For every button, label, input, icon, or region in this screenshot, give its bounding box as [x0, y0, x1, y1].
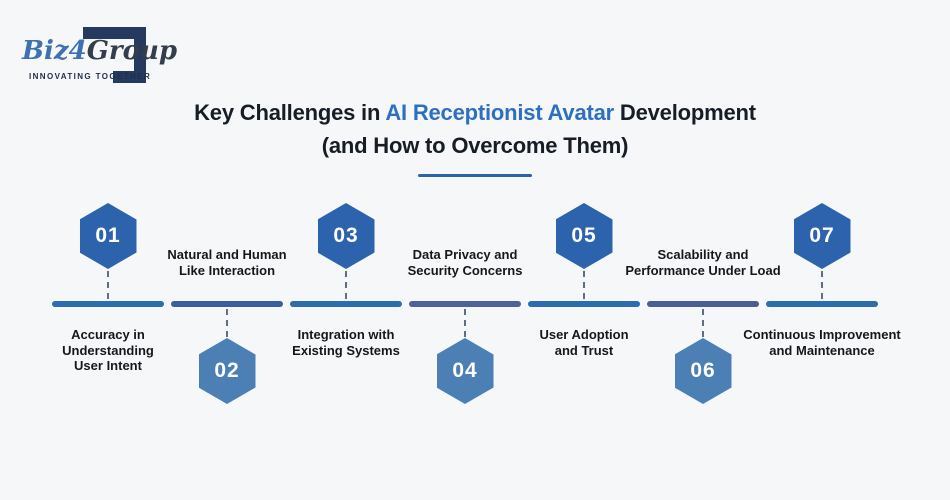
hexagon-badge-04: 04	[436, 338, 494, 404]
dashed-connector-01	[107, 271, 109, 299]
dashed-connector-02	[226, 309, 228, 337]
hexagon-number: 04	[452, 359, 478, 382]
timeline-segment-07	[766, 301, 878, 307]
brand-suffix: Group	[86, 36, 178, 66]
title-line1-prefix: Key Challenges in	[194, 100, 386, 125]
timeline-segment-03	[290, 301, 402, 307]
challenge-label-01: Accuracy in Understanding User Intent	[62, 327, 154, 373]
dashed-connector-04	[464, 309, 466, 337]
hexagon-badge-07: 07	[793, 203, 851, 269]
timeline-segment-05	[528, 301, 640, 307]
challenge-label-04: Data Privacy and Security Concerns	[407, 247, 523, 278]
hexagon-number: 07	[809, 224, 835, 247]
title-highlight: AI Receptionist Avatar	[385, 100, 615, 125]
hexagon-number: 05	[571, 224, 597, 247]
hexagon-badge-05: 05	[555, 203, 613, 269]
page-title: Key Challenges in AI Receptionist Avatar…	[0, 96, 950, 162]
brand-mid: 4	[68, 36, 87, 66]
challenge-label-07: Continuous Improvement and Maintenance	[743, 327, 901, 358]
title-line1-suffix: Development	[614, 100, 756, 125]
hexagon-number: 03	[333, 224, 359, 247]
hexagon-number: 01	[95, 224, 121, 247]
title-divider	[418, 174, 532, 177]
timeline-segment-01	[52, 301, 164, 307]
hexagon-badge-06: 06	[674, 338, 732, 404]
title-line1: Key Challenges in AI Receptionist Avatar…	[0, 96, 950, 129]
dashed-connector-03	[345, 271, 347, 299]
brand-prefix: Biz	[22, 36, 69, 66]
timeline-segment-06	[647, 301, 759, 307]
challenge-label-03: Integration with Existing Systems	[292, 327, 400, 358]
hexagon-badge-02: 02	[198, 338, 256, 404]
brand-tagline: INNOVATING TOGETHER	[29, 72, 152, 81]
dashed-connector-07	[821, 271, 823, 299]
challenge-label-02: Natural and Human Like Interaction	[167, 247, 287, 278]
hexagon-badge-01: 01	[79, 203, 137, 269]
challenge-label-05: User Adoption and Trust	[539, 327, 629, 358]
brand-wordmark: Biz4Group	[22, 36, 177, 66]
timeline-segment-04	[409, 301, 521, 307]
hexagon-badge-03: 03	[317, 203, 375, 269]
dashed-connector-05	[583, 271, 585, 299]
challenge-label-06: Scalability and Performance Under Load	[625, 247, 781, 278]
dashed-connector-06	[702, 309, 704, 337]
logo-mark-icon	[83, 27, 146, 83]
timeline-segment-02	[171, 301, 283, 307]
brand-logo: Biz4Group INNOVATING TOGETHER	[22, 12, 177, 90]
hexagon-number: 06	[690, 359, 716, 382]
title-line2: (and How to Overcome Them)	[321, 133, 629, 158]
hexagon-number: 02	[214, 359, 240, 382]
